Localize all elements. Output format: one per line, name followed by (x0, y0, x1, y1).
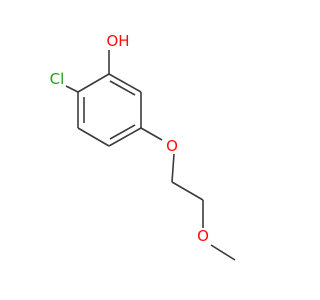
o-ch2-bond (171, 153, 175, 183)
ring-double-bond-2 (109, 124, 136, 140)
methoxy-oxygen-label: O (197, 227, 209, 245)
ring-bond-4 (77, 127, 110, 147)
ring-bond-1 (108, 73, 142, 93)
ring-bond-3 (108, 127, 142, 147)
c-o-ether-bond (140, 127, 163, 141)
structure-canvas: OH Cl O O (50, 32, 236, 261)
ch2-ch2-bond (171, 181, 204, 201)
ring-bond-6 (77, 73, 110, 93)
hydroxyl-oxygen-label: OH (106, 32, 129, 50)
c-cl-bond (65, 85, 79, 93)
ring-double-bond-1 (109, 80, 136, 96)
o-ch3-bond (210, 244, 236, 261)
molecule-drawing: OH Cl O O (50, 32, 236, 261)
ether-oxygen-label: O (166, 137, 178, 155)
chlorine-label: Cl (50, 70, 65, 88)
